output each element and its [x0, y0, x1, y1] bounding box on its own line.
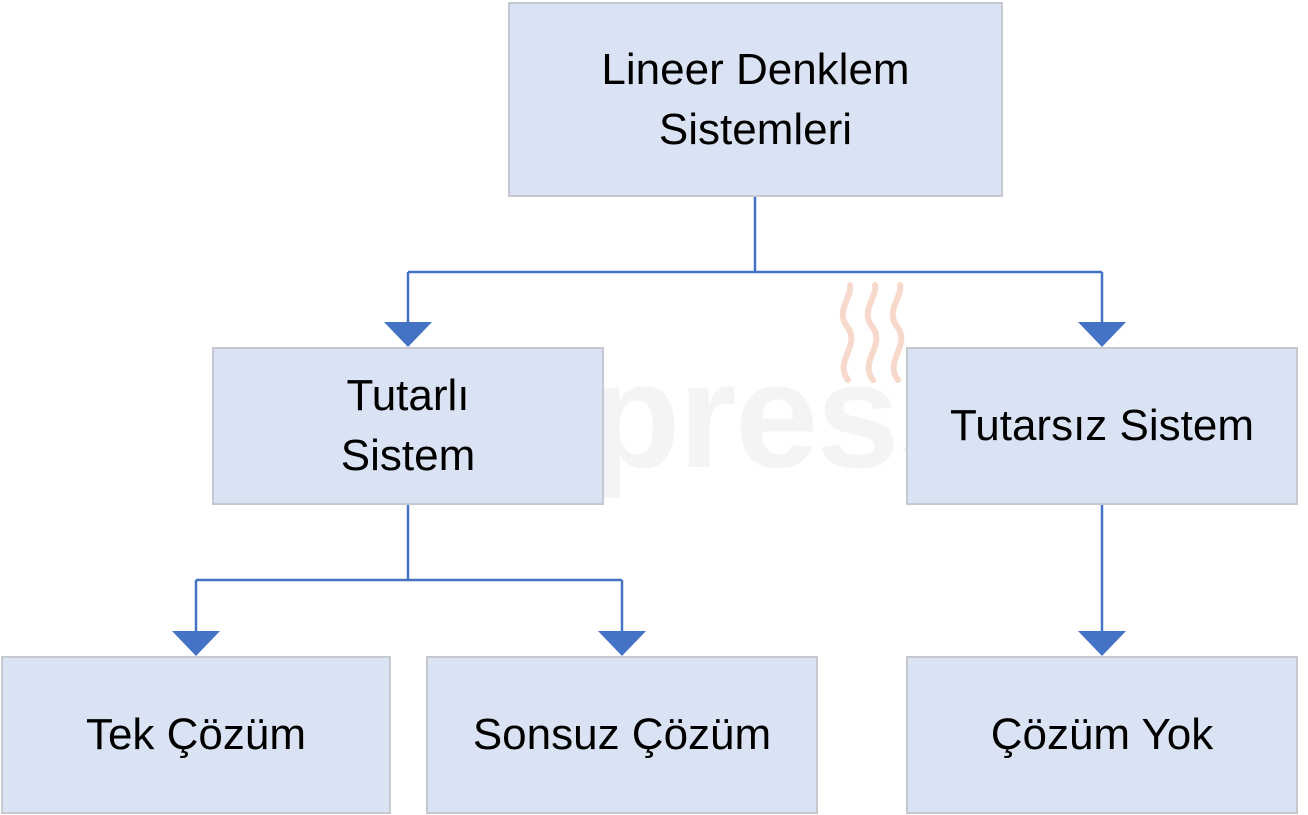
arrowhead-yok	[1078, 631, 1126, 656]
node-tek-cozum: Tek Çözüm	[1, 656, 391, 814]
node-label: Lineer Denklem Sistemleri	[601, 44, 910, 154]
node-label: Sonsuz Çözüm	[472, 710, 772, 759]
arrowhead-sonsuz	[598, 631, 646, 656]
node-label: Tutarlı Sistem	[340, 371, 476, 480]
node-sonsuz-cozum: Sonsuz Çözüm	[426, 656, 818, 814]
arrowhead-tek	[172, 631, 220, 656]
node-label: Çözüm Yok	[990, 710, 1214, 759]
node-label: Tek Çözüm	[85, 710, 307, 759]
node-label: Tutarsız Sistem	[950, 401, 1254, 450]
node-tutarsiz-sistem: Tutarsız Sistem	[906, 347, 1298, 505]
arrowhead-tutarsiz	[1078, 322, 1126, 347]
node-cozum-yok: Çözüm Yok	[906, 656, 1298, 814]
node-tutarli-sistem: Tutarlı Sistem	[212, 347, 604, 505]
node-lineer-denklem-sistemleri: Lineer Denklem Sistemleri	[508, 2, 1003, 197]
arrowhead-tutarli	[384, 322, 432, 347]
